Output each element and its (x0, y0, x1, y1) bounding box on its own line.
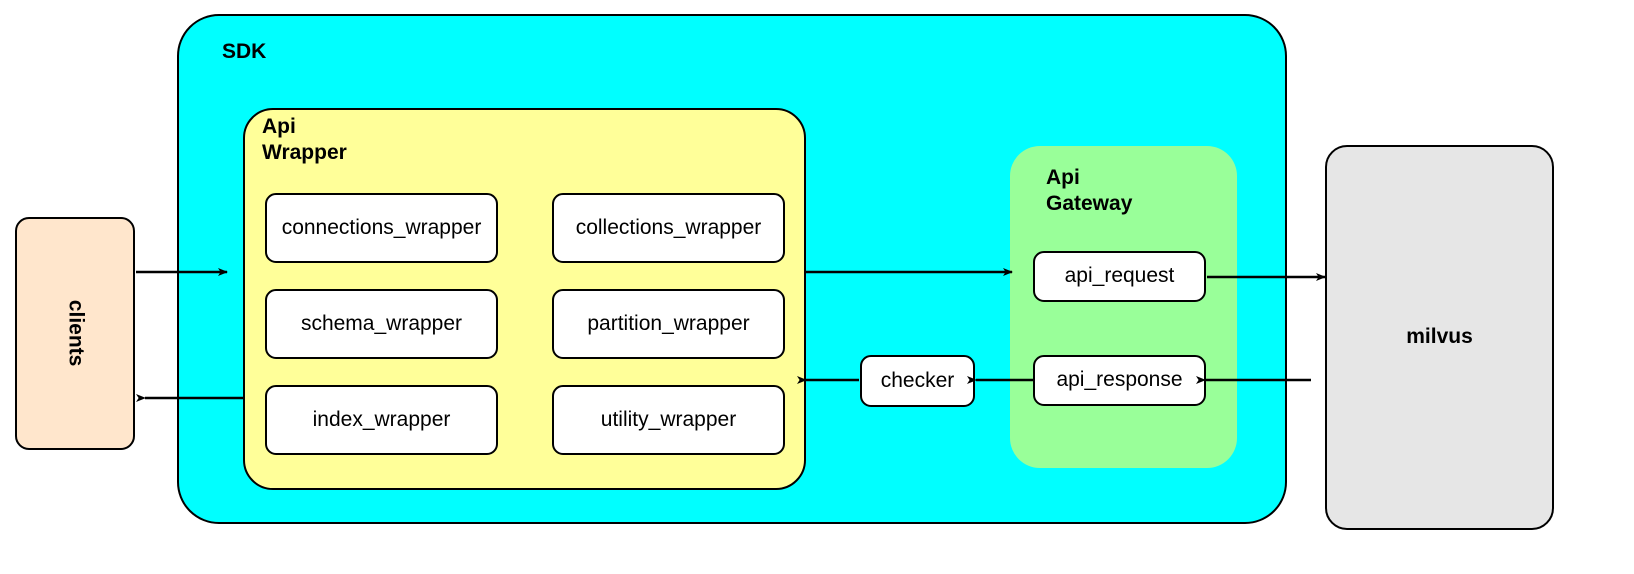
node-milvus[interactable]: milvus (1325, 145, 1554, 530)
node-collections-wrapper[interactable]: collections_wrapper (552, 193, 785, 263)
node-utility-wrapper[interactable]: utility_wrapper (552, 385, 785, 455)
node-api-request[interactable]: api_request (1033, 251, 1206, 302)
node-api-response[interactable]: api_response (1033, 355, 1206, 406)
node-checker[interactable]: checker (860, 355, 975, 407)
node-clients[interactable]: clients (15, 217, 135, 450)
node-connections-wrapper[interactable]: connections_wrapper (265, 193, 498, 263)
node-schema-wrapper[interactable]: schema_wrapper (265, 289, 498, 359)
sdk-container-label: SDK (222, 40, 267, 63)
node-partition-wrapper[interactable]: partition_wrapper (552, 289, 785, 359)
api-wrapper-container-label: Api Wrapper (262, 115, 347, 165)
api-gateway-container-label: Api Gateway (1046, 166, 1133, 216)
node-index-wrapper[interactable]: index_wrapper (265, 385, 498, 455)
clients-label: clients (64, 300, 88, 367)
api-gateway-container (1010, 146, 1237, 468)
